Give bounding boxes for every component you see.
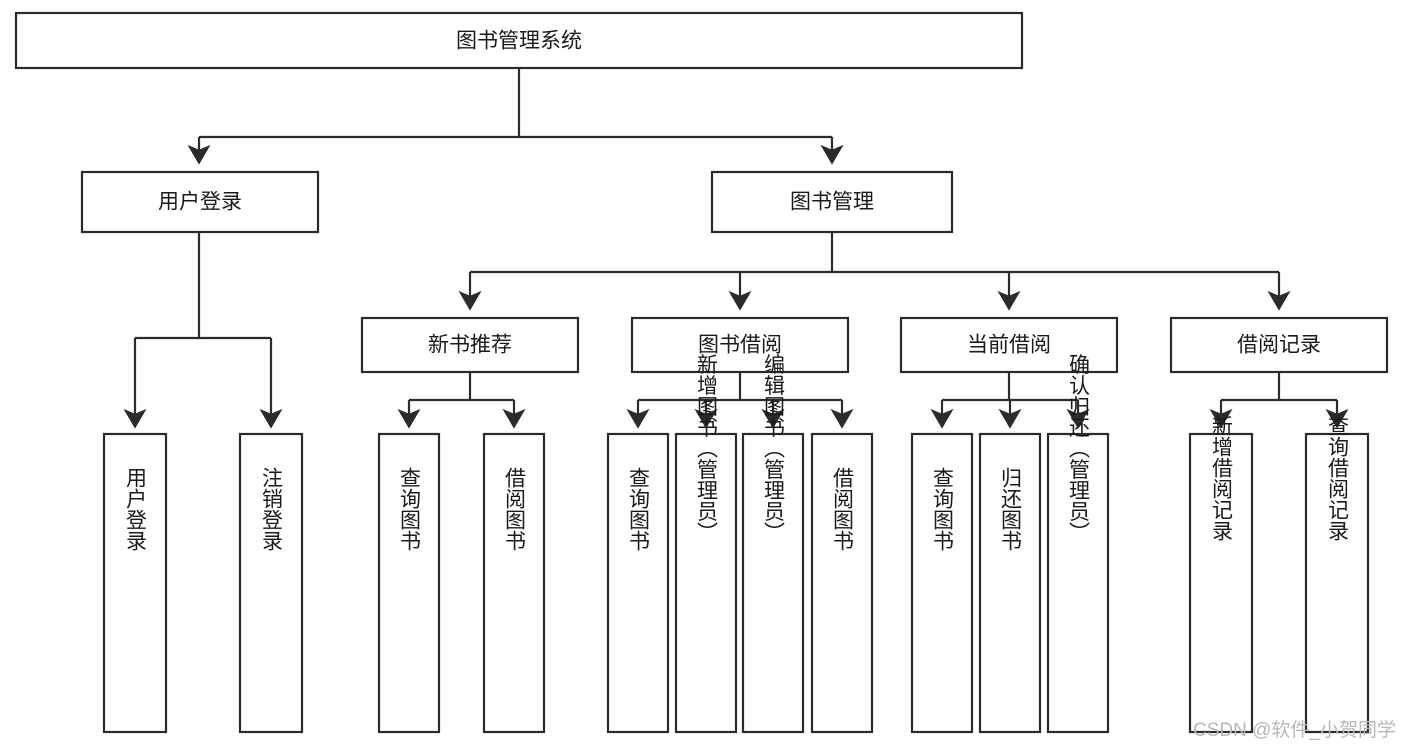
node-leaf-edit-book[interactable]: 编辑图书（管理员） bbox=[741, 354, 805, 734]
node-current-borrow-label: 当前借阅 bbox=[967, 334, 1051, 357]
node-leaf-borrow-book-1[interactable]: 借阅图书 bbox=[482, 432, 546, 734]
node-leaf-query-book-3-label: 查询图书 bbox=[931, 467, 955, 551]
node-leaf-borrow-book-2-label: 借阅图书 bbox=[831, 467, 855, 551]
node-leaf-confirm-return[interactable]: 确认归还（管理员） bbox=[1046, 354, 1110, 734]
node-new-book-recommend-label: 新书推荐 bbox=[428, 334, 512, 357]
node-borrow-record[interactable]: 借阅记录 bbox=[1169, 316, 1389, 374]
node-leaf-confirm-return-label: 确认归还（管理员） bbox=[1067, 354, 1091, 543]
node-leaf-return-book[interactable]: 归还图书 bbox=[978, 432, 1042, 734]
node-leaf-query-record[interactable]: 查询借阅记录 bbox=[1304, 415, 1370, 734]
node-leaf-query-book-1-label: 查询图书 bbox=[398, 467, 422, 551]
node-leaf-logout-login[interactable]: 注销登录 bbox=[238, 432, 304, 734]
node-leaf-query-record-label: 查询借阅记录 bbox=[1326, 415, 1350, 541]
connector-borrowrecord-to-leaves bbox=[1209, 372, 1349, 429]
node-leaf-edit-book-label: 编辑图书（管理员） bbox=[762, 354, 786, 543]
node-leaf-query-book-1[interactable]: 查询图书 bbox=[377, 432, 441, 734]
node-leaf-add-book-label: 新增图书（管理员） bbox=[695, 354, 719, 543]
connector-newbook-to-leaves bbox=[397, 372, 526, 429]
connector-root-to-level2 bbox=[187, 68, 844, 165]
node-leaf-add-book[interactable]: 新增图书（管理员） bbox=[674, 354, 738, 734]
node-new-book-recommend[interactable]: 新书推荐 bbox=[360, 316, 580, 374]
node-leaf-query-book-2-label: 查询图书 bbox=[627, 467, 651, 551]
node-leaf-query-book-2[interactable]: 查询图书 bbox=[606, 432, 670, 734]
node-root[interactable]: 图书管理系统 bbox=[14, 11, 1024, 70]
node-leaf-user-login-label: 用户登录 bbox=[124, 467, 148, 551]
connector-currentborrow-to-leaves bbox=[930, 372, 1090, 429]
node-leaf-borrow-book-2[interactable]: 借阅图书 bbox=[810, 432, 874, 734]
node-user-login[interactable]: 用户登录 bbox=[80, 170, 320, 234]
node-leaf-user-login[interactable]: 用户登录 bbox=[102, 432, 168, 734]
connector-bookmgmt-to-level3 bbox=[458, 232, 1291, 311]
node-book-management[interactable]: 图书管理 bbox=[710, 170, 954, 234]
connector-bookborrow-to-leaves bbox=[626, 372, 854, 429]
node-leaf-logout-login-label: 注销登录 bbox=[260, 467, 284, 551]
node-user-login-label: 用户登录 bbox=[158, 191, 242, 214]
node-book-management-label: 图书管理 bbox=[790, 191, 874, 214]
node-borrow-record-label: 借阅记录 bbox=[1237, 334, 1321, 357]
node-book-borrow-label: 图书借阅 bbox=[698, 334, 782, 357]
node-root-label: 图书管理系统 bbox=[456, 30, 582, 53]
node-current-borrow[interactable]: 当前借阅 bbox=[899, 316, 1119, 374]
node-leaf-add-record[interactable]: 新增借阅记录 bbox=[1188, 415, 1254, 734]
node-book-borrow[interactable]: 图书借阅 bbox=[630, 316, 850, 374]
node-leaf-return-book-label: 归还图书 bbox=[999, 467, 1023, 551]
node-leaf-query-book-3[interactable]: 查询图书 bbox=[910, 432, 974, 734]
csdn-watermark: CSDN @软件_小贺同学 bbox=[1193, 719, 1396, 741]
connector-userlogin-to-leaves bbox=[123, 232, 283, 429]
node-leaf-borrow-book-1-label: 借阅图书 bbox=[503, 467, 527, 551]
connector-layer bbox=[123, 68, 1349, 429]
node-leaf-add-record-label: 新增借阅记录 bbox=[1210, 415, 1234, 541]
